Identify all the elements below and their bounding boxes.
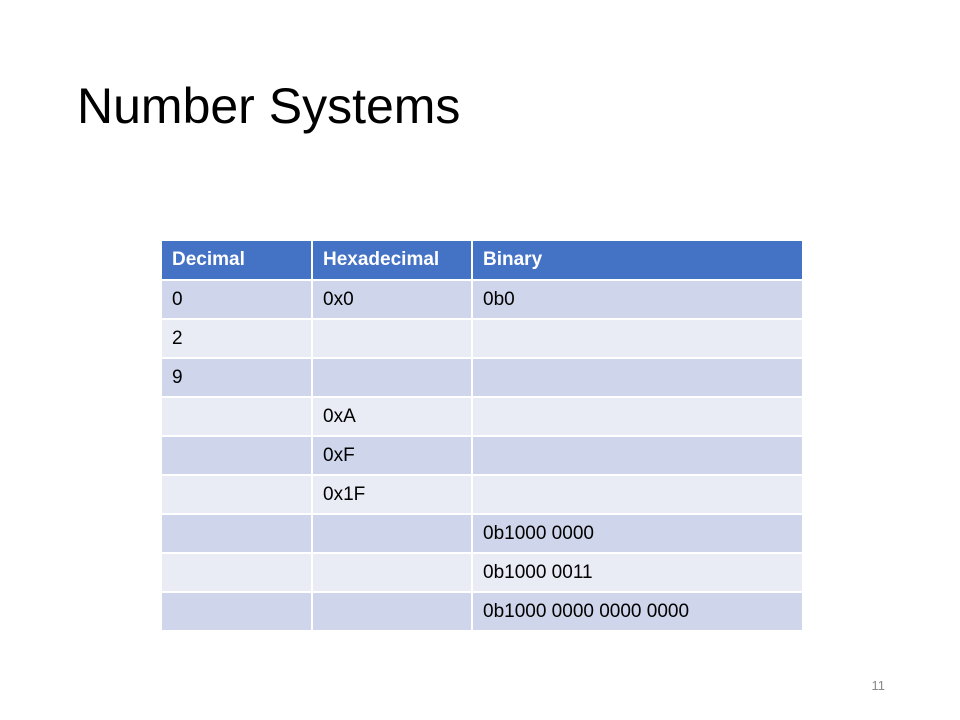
binary-cell — [471, 474, 804, 515]
table-row: 9 — [160, 357, 804, 398]
table-row: 0x1F — [160, 474, 804, 515]
decimal-cell: 9 — [160, 357, 313, 398]
binary-cell — [471, 318, 804, 359]
binary-cell: 0b1000 0011 — [471, 552, 804, 593]
binary-cell: 0b1000 0000 0000 0000 — [471, 591, 804, 632]
decimal-cell: 2 — [160, 318, 313, 359]
hexadecimal-cell — [311, 552, 473, 593]
binary-cell: 0b1000 0000 — [471, 513, 804, 554]
binary-cell: 0b0 — [471, 279, 804, 320]
hexadecimal-cell — [311, 591, 473, 632]
decimal-cell — [160, 552, 313, 593]
binary-cell — [471, 435, 804, 476]
column-header-hexadecimal: Hexadecimal — [311, 239, 473, 281]
table-row: 0b1000 0000 0000 0000 — [160, 591, 804, 632]
column-header-decimal: Decimal — [160, 239, 313, 281]
table-header-row: Decimal Hexadecimal Binary — [160, 239, 804, 281]
hexadecimal-cell — [311, 357, 473, 398]
decimal-cell — [160, 435, 313, 476]
hexadecimal-cell: 0xF — [311, 435, 473, 476]
decimal-cell — [160, 474, 313, 515]
hexadecimal-cell — [311, 318, 473, 359]
decimal-cell — [160, 513, 313, 554]
hexadecimal-cell: 0xA — [311, 396, 473, 437]
table-row: 0xA — [160, 396, 804, 437]
page-number: 11 — [871, 678, 886, 693]
decimal-cell: 0 — [160, 279, 313, 320]
hexadecimal-cell: 0x0 — [311, 279, 473, 320]
binary-cell — [471, 357, 804, 398]
column-header-binary: Binary — [471, 239, 804, 281]
number-systems-table: Decimal Hexadecimal Binary 0 0x0 0b0 2 9… — [160, 239, 804, 632]
table-row: 0xF — [160, 435, 804, 476]
decimal-cell — [160, 591, 313, 632]
table-row: 2 — [160, 318, 804, 359]
decimal-cell — [160, 396, 313, 437]
table-row: 0 0x0 0b0 — [160, 279, 804, 320]
hexadecimal-cell — [311, 513, 473, 554]
binary-cell — [471, 396, 804, 437]
hexadecimal-cell: 0x1F — [311, 474, 473, 515]
table-row: 0b1000 0000 — [160, 513, 804, 554]
table-row: 0b1000 0011 — [160, 552, 804, 593]
slide-title: Number Systems — [77, 78, 461, 134]
